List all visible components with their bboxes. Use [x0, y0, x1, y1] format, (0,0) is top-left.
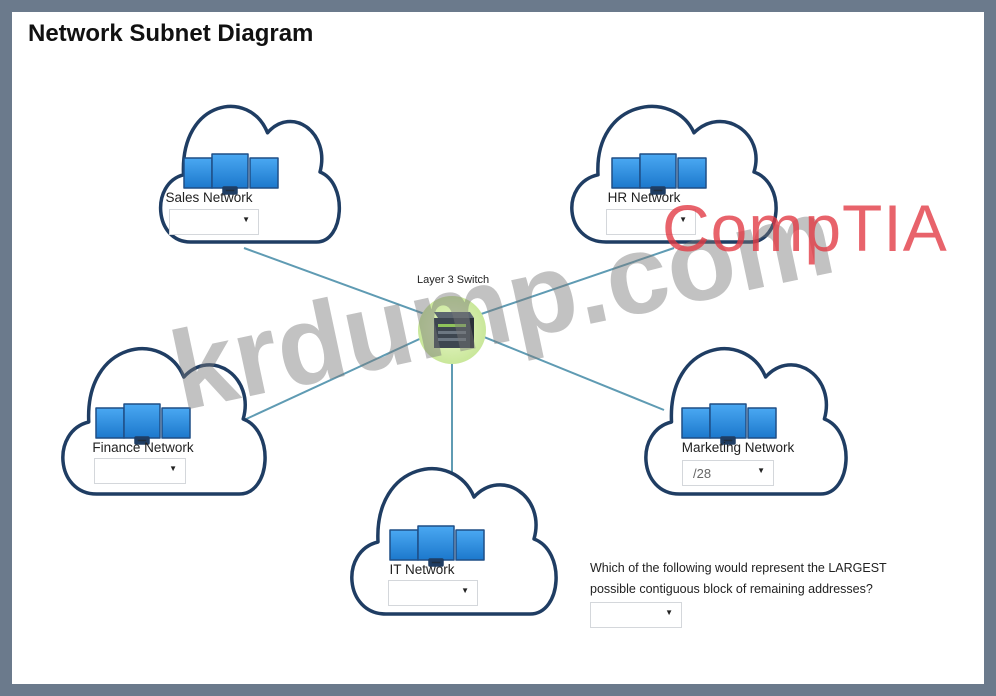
link-lines: [243, 247, 675, 490]
chevron-down-icon: ▼: [242, 215, 250, 224]
link-hr: [451, 247, 675, 325]
hr-network-label: HR Network: [607, 190, 681, 205]
chevron-down-icon: ▼: [679, 215, 687, 224]
network-diagram: [61, 104, 848, 616]
link-finance: [243, 323, 453, 421]
chevron-down-icon: ▼: [665, 608, 673, 617]
page-title: Network Subnet Diagram: [28, 20, 314, 47]
marketing-network-label: Marketing Network: [681, 440, 795, 455]
monitor-icon: [183, 153, 279, 195]
marketing-subnet-select[interactable]: /28 ▼: [682, 460, 774, 486]
layer3-switch[interactable]: [418, 296, 486, 364]
sales-network-label: Sales Network: [165, 190, 253, 205]
question-answer-select[interactable]: ▼: [590, 602, 682, 628]
sales-subnet-select[interactable]: ▼: [169, 209, 259, 235]
it-network-label: IT Network: [389, 562, 455, 577]
marketing-subnet-value: /28: [693, 466, 712, 481]
it-subnet-select[interactable]: ▼: [388, 580, 478, 606]
hr-subnet-select[interactable]: ▼: [606, 209, 696, 235]
switch-label: Layer 3 Switch: [417, 274, 490, 286]
link-marketing: [451, 323, 665, 411]
link-sales: [243, 247, 453, 325]
monitor-icon: [389, 525, 485, 567]
chevron-down-icon: ▼: [169, 464, 177, 473]
switch-icon: [434, 312, 474, 348]
diagram-panel: Network Subnet Diagram: [12, 12, 984, 684]
monitor-icon: [681, 403, 777, 445]
monitor-icon: [611, 153, 707, 195]
chevron-down-icon: ▼: [461, 586, 469, 595]
question-text: Which of the following would represent t…: [590, 561, 887, 596]
finance-network-label: Finance Network: [92, 440, 194, 455]
monitor-icon: [95, 403, 191, 445]
chevron-down-icon: ▼: [757, 466, 765, 475]
finance-subnet-select[interactable]: ▼: [94, 458, 186, 484]
